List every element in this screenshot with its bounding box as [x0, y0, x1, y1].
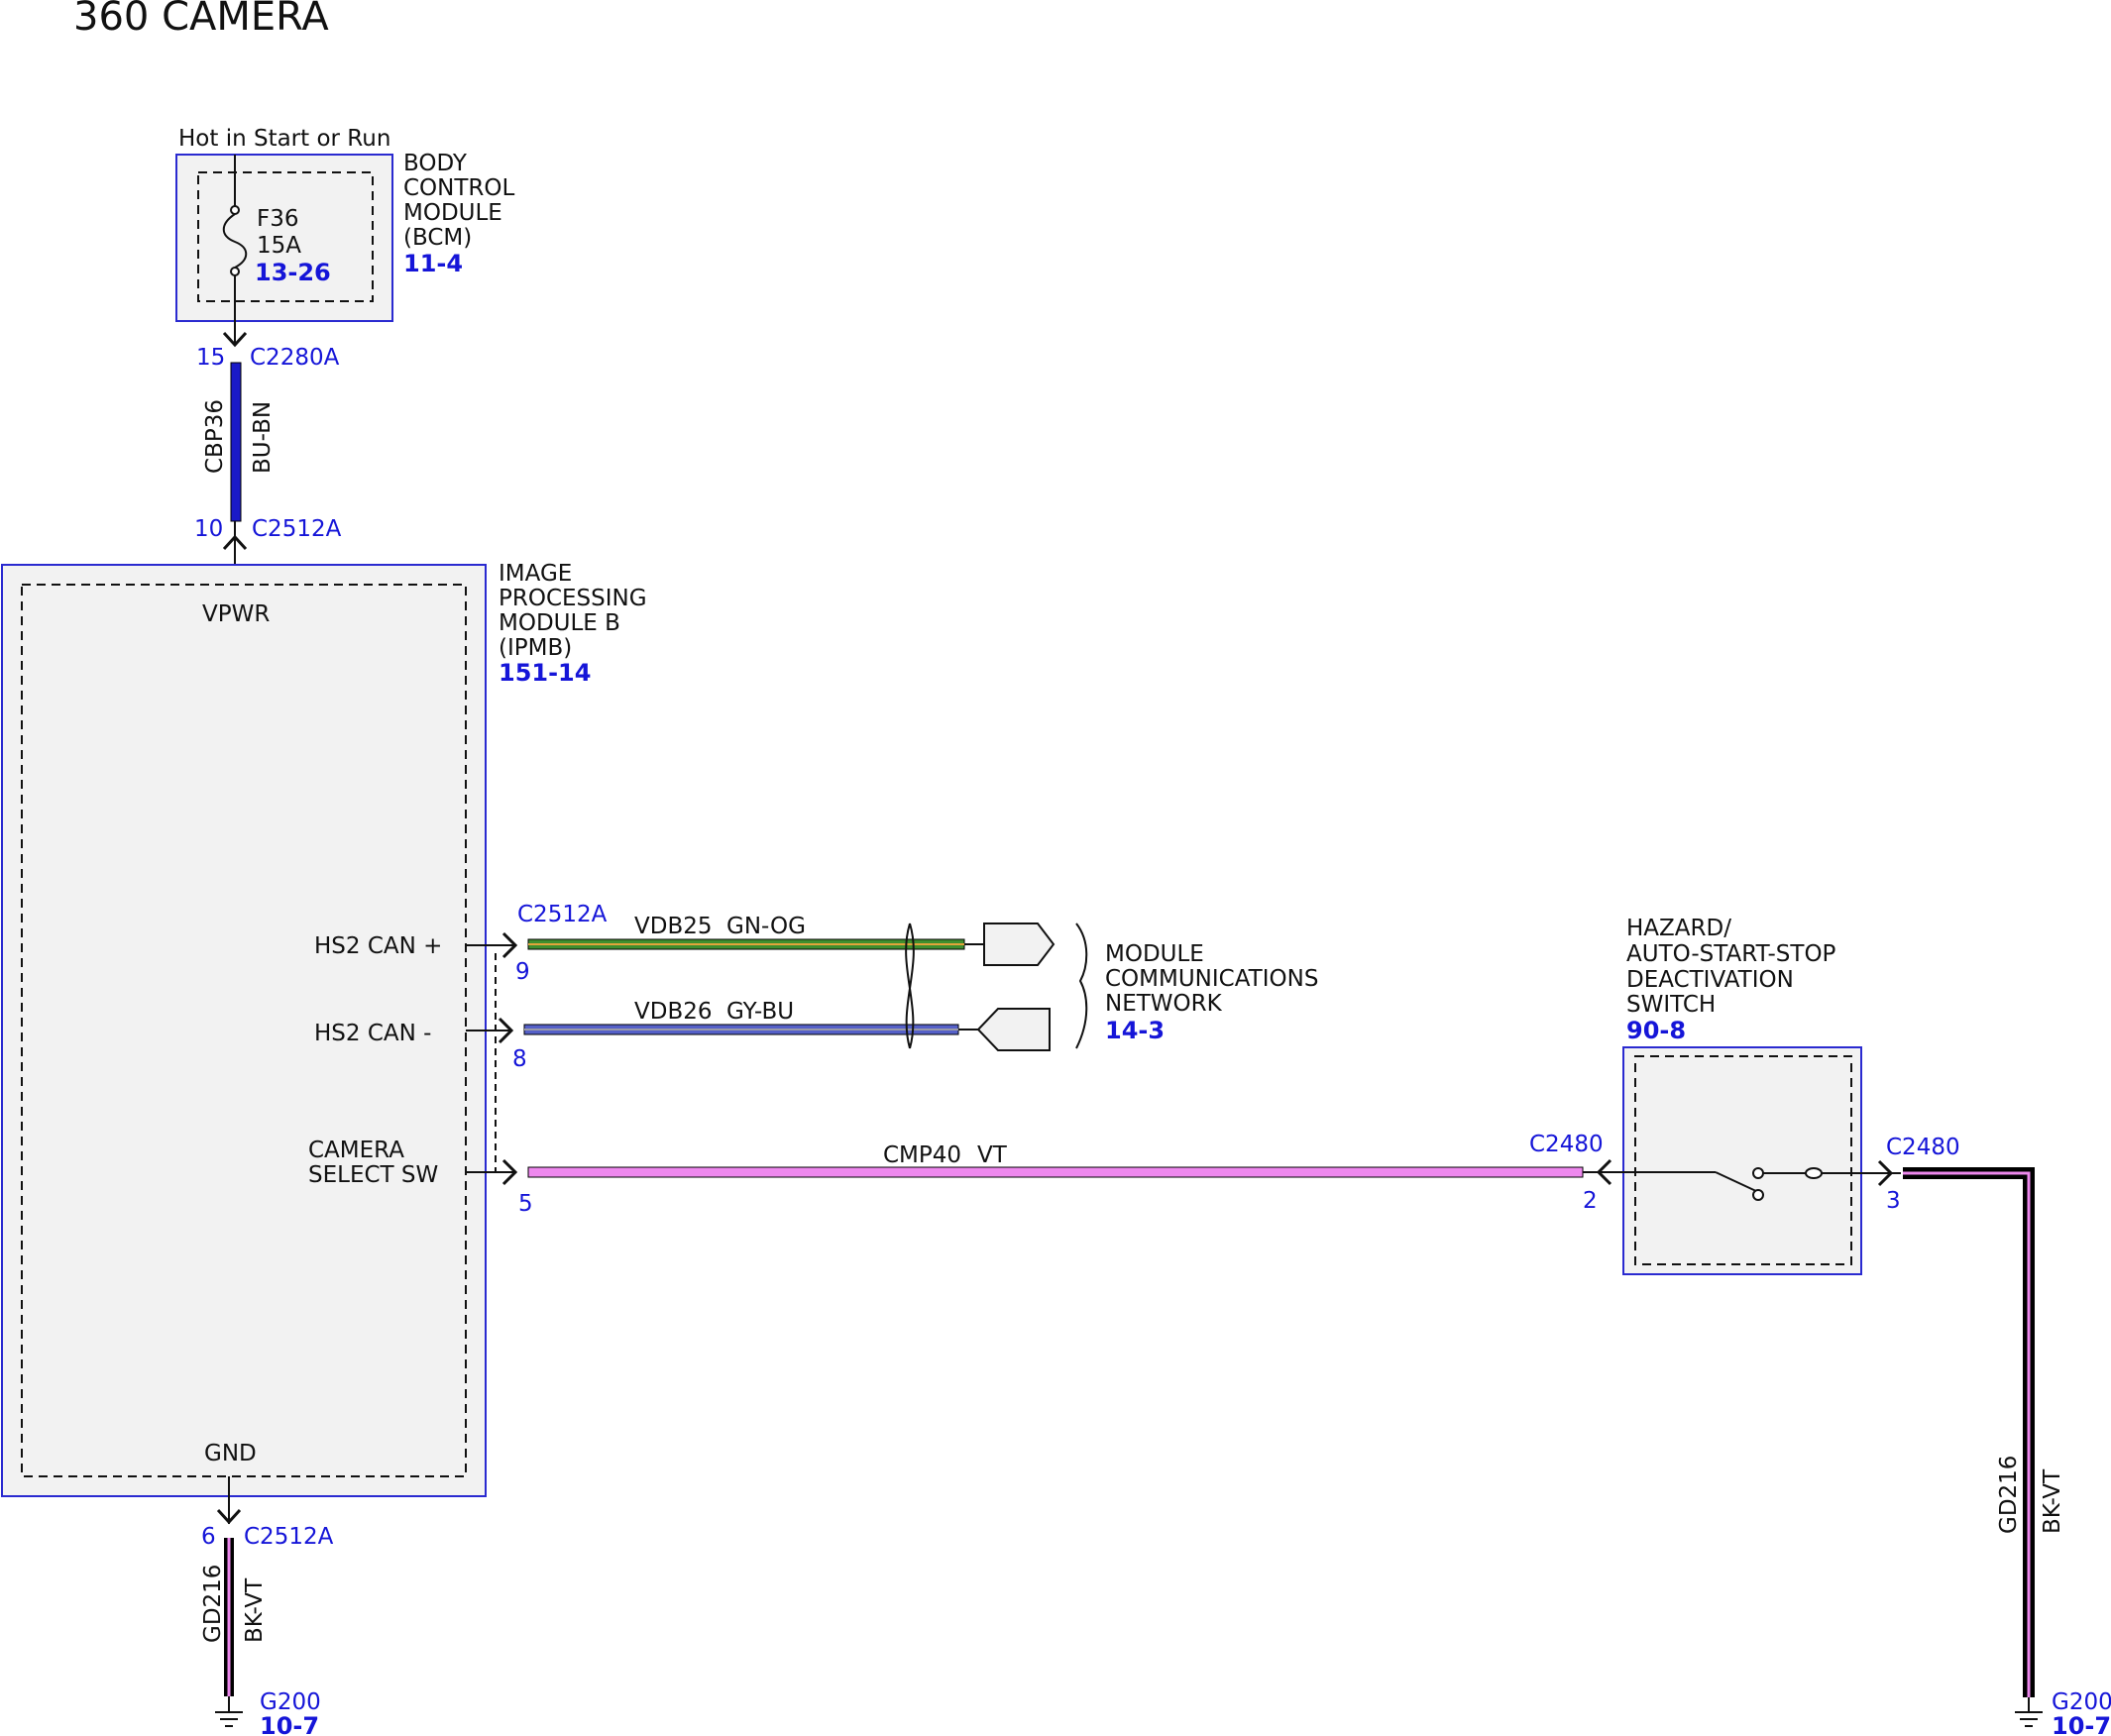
- vpwr-connector: C2512A: [252, 516, 342, 542]
- network-label: MODULE COMMUNICATIONS NETWORK 14-3: [1105, 941, 1318, 1044]
- right-ground-name: G200: [2052, 1689, 2111, 1715]
- ground-symbol-left-icon: [215, 1711, 243, 1727]
- right-ground-color: BK-VT: [2040, 1468, 2065, 1534]
- svg-text:(BCM): (BCM): [403, 225, 472, 251]
- supply-label: Hot in Start or Run: [178, 126, 390, 152]
- bcm-ref: 11-4: [403, 250, 463, 277]
- bcm-connector: C2280A: [250, 345, 340, 371]
- switch-out-pin-number: 3: [1886, 1188, 1901, 1214]
- wire-cmp40-circuit: CMP40: [883, 1142, 961, 1168]
- switch-module-box: [1622, 1046, 1862, 1275]
- svg-text:HAZARD/: HAZARD/: [1626, 916, 1731, 941]
- left-ground-wire: GD216: [200, 1565, 226, 1643]
- svg-text:IMAGE: IMAGE: [499, 561, 572, 587]
- switch-ref: 90-8: [1626, 1017, 1686, 1044]
- wire-gd216-right: [1903, 1167, 2035, 1697]
- fuse-icon: [222, 213, 248, 269]
- svg-text:MODULE: MODULE: [1105, 941, 1204, 967]
- bcm-label: BODY CONTROL MODULE (BCM) 11-4: [403, 151, 515, 277]
- camsel-label-line2: SELECT SW: [308, 1162, 438, 1188]
- bcm-pin-number: 15: [196, 345, 225, 371]
- connector-pin8-icon: [498, 1017, 514, 1044]
- svg-text:MODULE: MODULE: [403, 200, 502, 226]
- network-ref: 14-3: [1105, 1017, 1165, 1044]
- wire-vdb26-circuit: VDB26: [634, 999, 713, 1025]
- can-minus-label: HS2 CAN -: [314, 1021, 431, 1046]
- camsel-pin-number: 5: [518, 1191, 533, 1217]
- fuse-ref: 13-26: [255, 259, 331, 286]
- gnd-connector: C2512A: [244, 1524, 334, 1550]
- wire-cbp36: [230, 362, 242, 522]
- network-pointer-can-minus: [976, 1008, 1051, 1051]
- connector-pin9-icon: [501, 931, 518, 959]
- can-plus-label: HS2 CAN +: [314, 933, 442, 959]
- can-plus-pin-number: 9: [515, 959, 530, 985]
- network-pointer-can-plus: [983, 922, 1056, 966]
- switch-label: HAZARD/ AUTO-START-STOP DEACTIVATION SWI…: [1626, 916, 1836, 1044]
- vpwr-label: VPWR: [202, 601, 270, 627]
- svg-text:(IPMB): (IPMB): [499, 635, 572, 661]
- svg-text:CONTROL: CONTROL: [403, 175, 515, 201]
- fuse-terminal-bottom: [230, 267, 240, 276]
- network-brace: [1075, 922, 1088, 1049]
- switch-inner-box: [1634, 1055, 1852, 1265]
- right-ground-wire: GD216: [1996, 1456, 2022, 1534]
- svg-text:PROCESSING: PROCESSING: [499, 586, 647, 611]
- connector-c2512a-gnd-icon: [216, 1508, 242, 1525]
- right-ground-ref: 10-7: [2052, 1712, 2111, 1736]
- switch-terminal-icon: [1805, 1167, 1823, 1179]
- wire-vdb25-color: GN-OG: [726, 914, 806, 939]
- wire-cbp36-color: BU-BN: [250, 401, 276, 474]
- wire-vdb26-color: GY-BU: [726, 999, 794, 1025]
- wire-cbp36-circuit: CBP36: [202, 399, 228, 474]
- ipmb-module-box: [1, 564, 487, 1497]
- ipmb-label: IMAGE PROCESSING MODULE B (IPMB) 151-14: [499, 561, 647, 687]
- fuse-terminal-top: [230, 205, 240, 215]
- switch-in-connector: C2480: [1529, 1132, 1604, 1157]
- svg-text:NETWORK: NETWORK: [1105, 991, 1223, 1017]
- diagram-title: 360 CAMERA: [73, 0, 329, 40]
- left-ground-name: G200: [260, 1689, 321, 1715]
- svg-text:MODULE B: MODULE B: [499, 610, 620, 636]
- connector-pin5-icon: [501, 1158, 518, 1186]
- wire-vdb25-circuit: VDB25: [634, 914, 713, 939]
- svg-text:SWITCH: SWITCH: [1626, 992, 1716, 1018]
- left-ground-color: BK-VT: [242, 1577, 268, 1643]
- switch-contact-icon: [1715, 1171, 1759, 1193]
- vpwr-pin-number: 10: [194, 516, 223, 542]
- left-ground-ref: 10-7: [260, 1712, 319, 1736]
- switch-out-connector: C2480: [1886, 1135, 1960, 1160]
- connector-c2480-pin3-icon: [1877, 1159, 1894, 1187]
- bcm-inner-box: [197, 171, 374, 302]
- wire-cmp40: [527, 1166, 1584, 1178]
- svg-text:DEACTIVATION: DEACTIVATION: [1626, 967, 1794, 993]
- can-connector: C2512A: [517, 902, 608, 927]
- gnd-pin-number: 6: [201, 1524, 216, 1550]
- svg-text:COMMUNICATIONS: COMMUNICATIONS: [1105, 966, 1318, 992]
- wire-cmp40-color: VT: [977, 1142, 1008, 1168]
- ground-symbol-right-icon: [2015, 1711, 2043, 1727]
- fuse-name: F36: [257, 206, 299, 232]
- can-minus-pin-number: 8: [512, 1046, 527, 1072]
- camsel-label-line1: CAMERA: [308, 1138, 404, 1163]
- bcm-module-box: [175, 154, 393, 322]
- svg-text:BODY: BODY: [403, 151, 468, 176]
- connector-c2280a-icon: [222, 331, 248, 348]
- ipmb-ref: 151-14: [499, 659, 591, 687]
- gnd-label: GND: [204, 1441, 257, 1466]
- fuse-rating: 15A: [257, 233, 301, 259]
- svg-text:AUTO-START-STOP: AUTO-START-STOP: [1626, 941, 1836, 967]
- switch-in-pin-number: 2: [1583, 1188, 1598, 1214]
